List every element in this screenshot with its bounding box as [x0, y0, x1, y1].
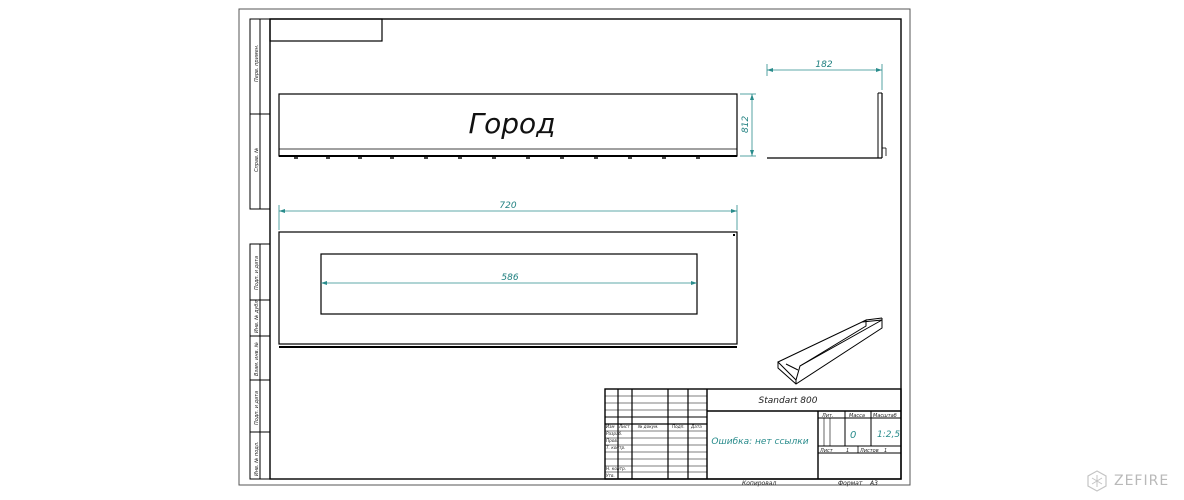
drawing-name: Ошибка: нет ссылки — [711, 437, 808, 447]
stamp-label: Инв. № дубл. — [254, 299, 260, 333]
sheet-outer-border — [238, 8, 911, 486]
copied-label: Копировал — [742, 480, 776, 487]
top-view — [278, 231, 738, 348]
dimension-overall-length-label: 720 — [499, 201, 516, 211]
title-block — [604, 388, 902, 480]
left-stamp-columns — [249, 18, 271, 480]
stamp-label: Взам. инв. № — [254, 342, 260, 376]
format-label: Формат — [838, 480, 863, 487]
title-block-text: Standart 800 Ошибка: нет ссылки Изм Лист… — [606, 396, 900, 487]
stamp-label: Перв. примен. — [254, 44, 260, 82]
brand-logo: ZEFIRE — [1086, 468, 1176, 494]
dimension-inner-length-label: 586 — [501, 273, 518, 283]
sheet-value: 1 — [846, 448, 849, 454]
stamp-label: Подп. и дата — [254, 256, 260, 290]
sheets-value: 1 — [884, 448, 887, 454]
col-header: Подп. — [672, 424, 685, 429]
stamp-label: Инв. № подл. — [254, 442, 260, 477]
top-left-box — [269, 18, 383, 42]
row-label: Т. контр. — [606, 445, 625, 450]
col-header: № докум. — [637, 424, 659, 429]
row-label: Утв. — [606, 473, 615, 478]
scale-label: Масштаб — [873, 413, 897, 419]
col-header: Дата — [690, 424, 702, 429]
stamp-label: Подп. и дата — [254, 391, 260, 425]
product-label: Город — [469, 107, 556, 140]
dimension-top-width-label: 182 — [815, 60, 832, 70]
mass-value: 0 — [850, 430, 856, 441]
dimension-overall-length — [278, 205, 738, 230]
isometric-view — [777, 317, 883, 385]
stamp-label: Справ. № — [254, 148, 260, 172]
left-stamp-labels: Перв. примен. Справ. № Подп. и дата Инв.… — [254, 44, 260, 476]
dimension-height — [740, 93, 756, 157]
dimension-top-width — [766, 64, 883, 90]
format-value: A3 — [869, 480, 878, 487]
brand-name: ZEFIRE — [1114, 473, 1170, 489]
front-view: Город — [278, 93, 738, 159]
sheets-label: Листов — [859, 448, 879, 454]
col-header: Изм — [606, 424, 615, 429]
designation: Standart 800 — [759, 396, 818, 406]
col-header: Лист — [618, 424, 630, 429]
row-label: Н. контр. — [606, 466, 626, 471]
row-label: Разраб. — [606, 431, 622, 436]
lit-label: Лит. — [821, 413, 834, 419]
row-label: Пров. — [606, 438, 618, 443]
zefire-logo-icon — [1087, 470, 1107, 492]
dimension-inner-length — [321, 281, 697, 285]
drawing-frame — [269, 18, 902, 480]
mass-label: Масса — [849, 413, 865, 419]
scale-value: 1:2,5 — [877, 430, 900, 440]
sheet-label: Лист — [819, 448, 834, 454]
side-view — [767, 92, 887, 159]
dimension-height-label: 812 — [741, 116, 751, 133]
bottom-perforations — [294, 157, 700, 159]
